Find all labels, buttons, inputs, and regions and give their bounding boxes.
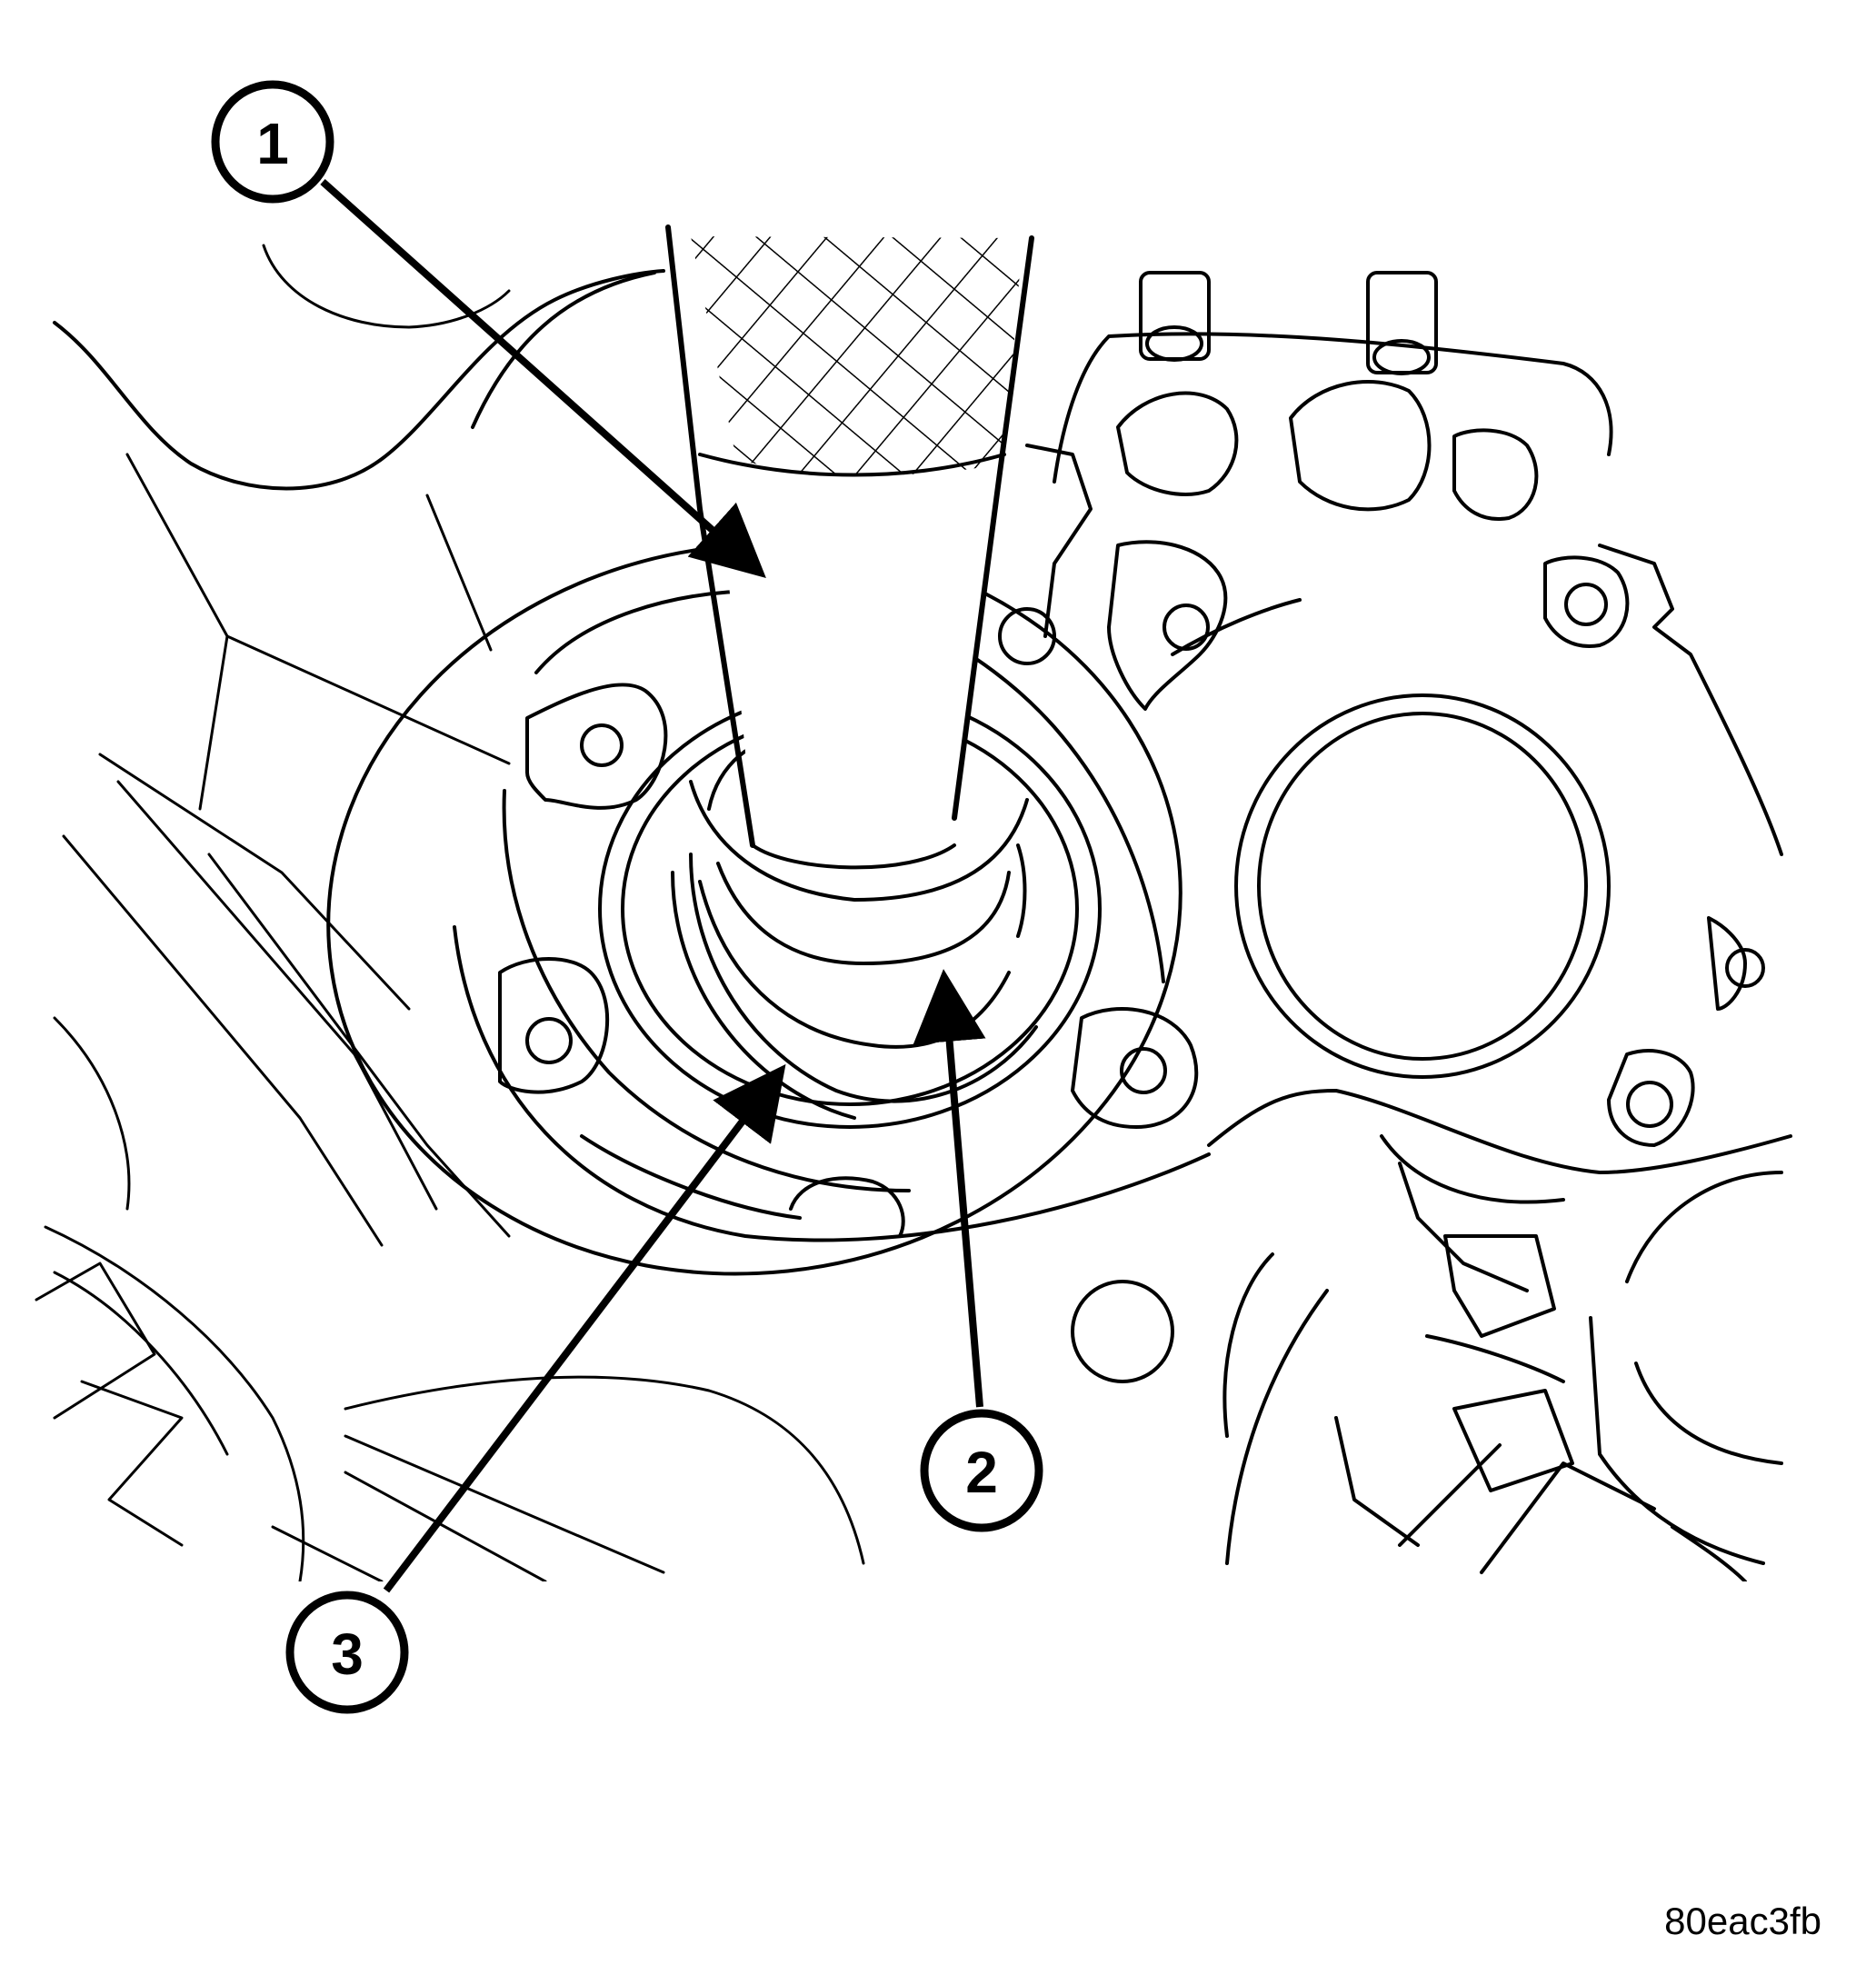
callout-1: 1	[211, 80, 334, 204]
figure-id: 80eac3fb	[1664, 1900, 1821, 1942]
seal-installer-tool	[665, 224, 1034, 965]
leader-lines	[320, 179, 986, 1593]
leader-line-2	[913, 969, 986, 1408]
callout-3-number: 3	[331, 1621, 364, 1687]
callout-2: 2	[920, 1409, 1043, 1532]
leader-line-3	[383, 1063, 786, 1593]
callout-2-number: 2	[965, 1440, 998, 1505]
callout-3: 3	[285, 1591, 409, 1714]
callout-1-number: 1	[256, 111, 289, 176]
leader-line-1	[320, 179, 766, 578]
